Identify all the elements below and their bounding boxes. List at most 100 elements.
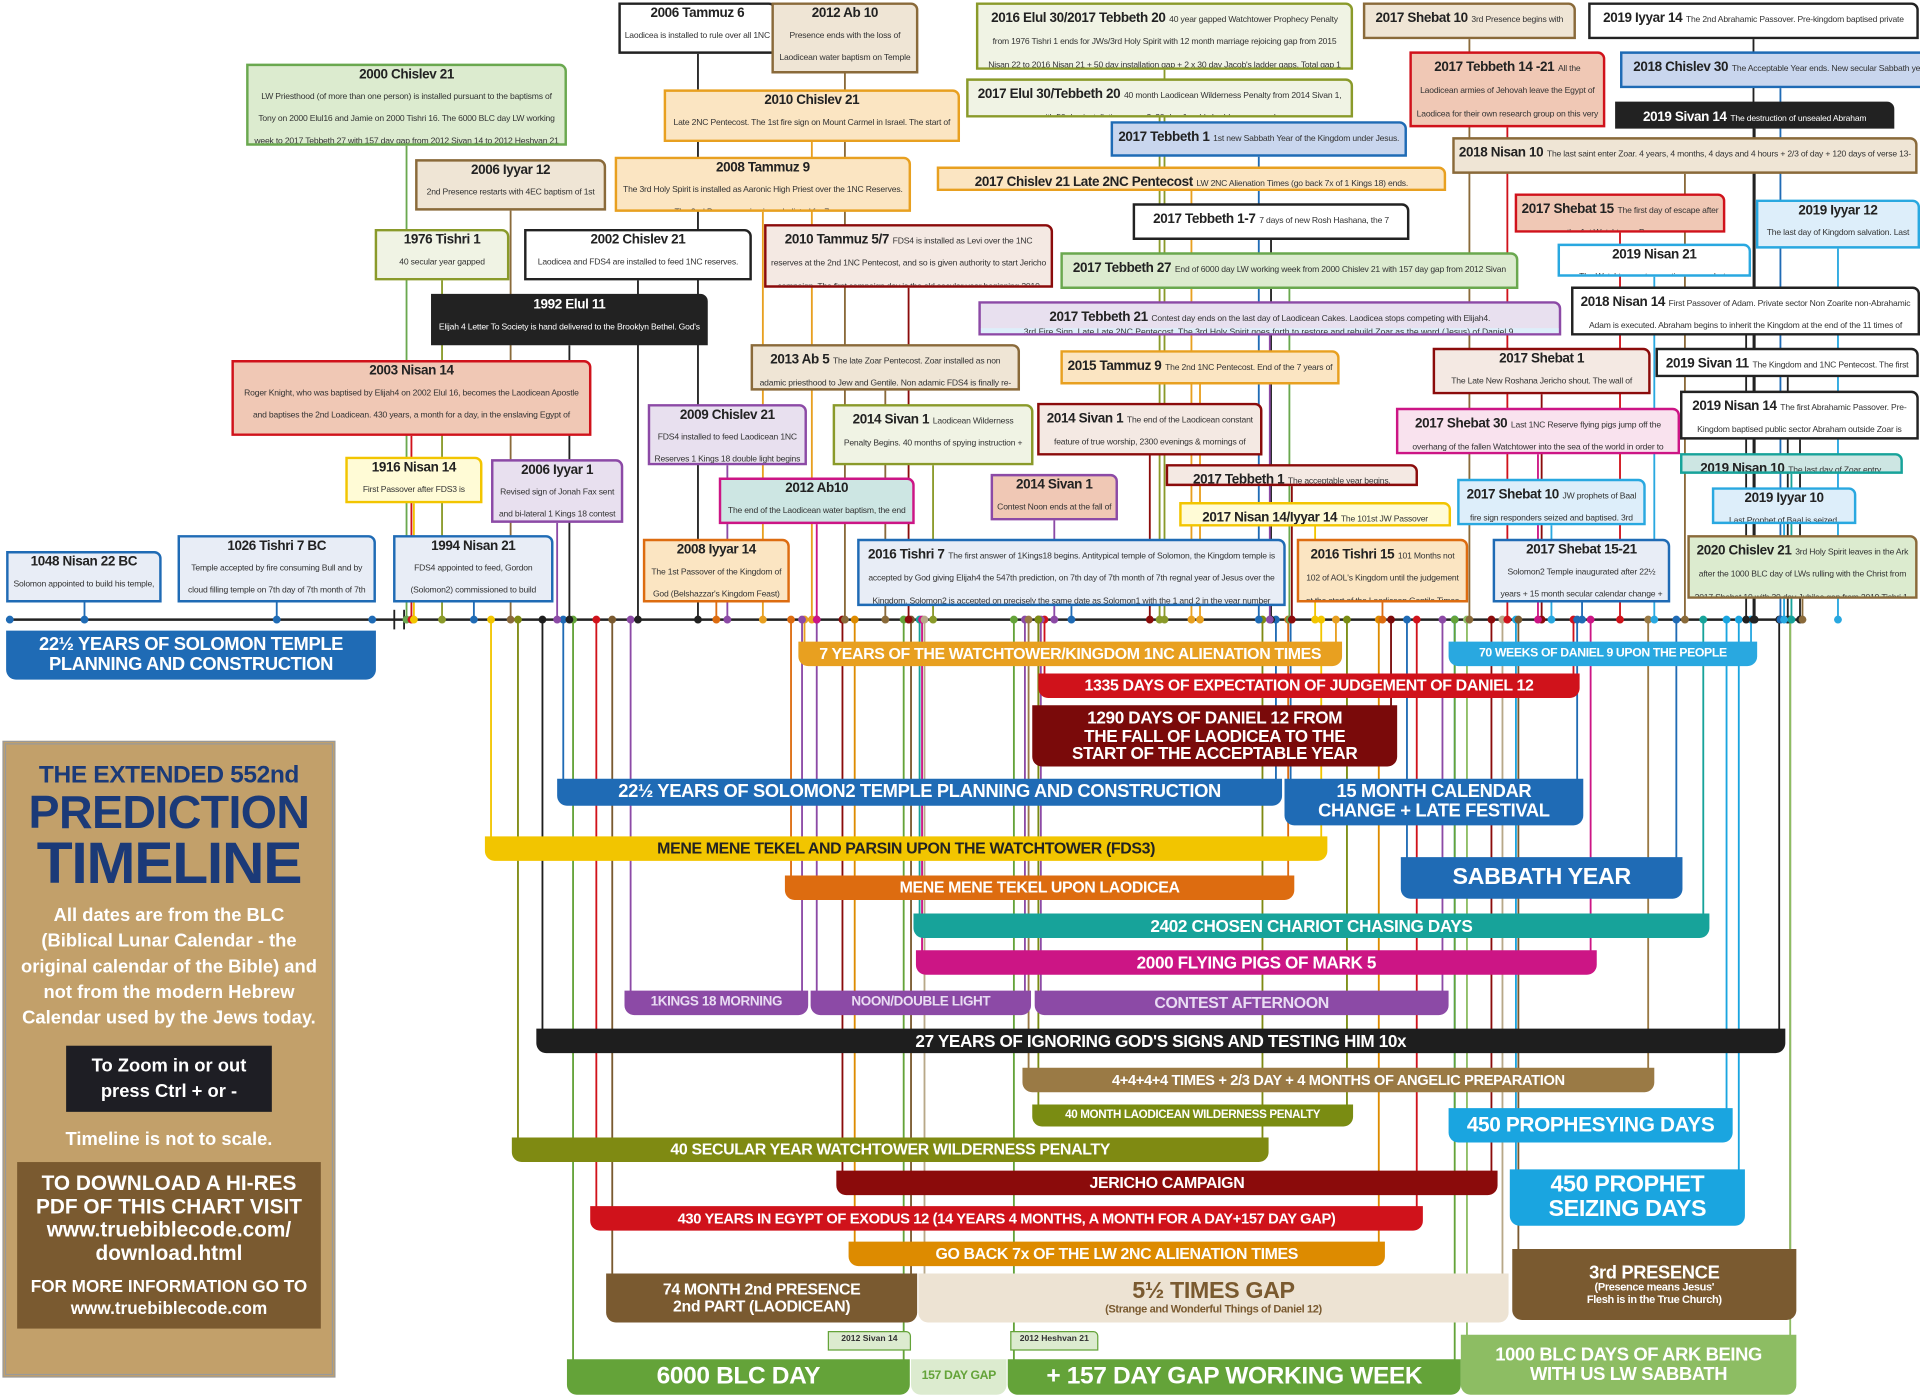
timeline-marker — [1534, 615, 1542, 624]
download-link[interactable]: TO DOWNLOAD A HI-RES PDF OF THIS CHART V… — [35, 1171, 302, 1265]
timeline-marker — [1187, 615, 1196, 624]
period-bar: 40 SECULAR YEAR WATCHTOWER WILDERNESS PE… — [511, 1137, 1269, 1163]
period-bar: 70 WEEKS OF DANIEL 9 UPON THE PEOPLE — [1448, 641, 1758, 667]
timeline-marker — [626, 615, 635, 624]
period-bar: 1290 DAYS OF DANIEL 12 FROM THE FALL OF … — [1032, 705, 1398, 767]
event-date: 1992 Elul 11 — [533, 297, 606, 313]
period-bar: 22½ YEARS OF SOLOMON2 TEMPLE PLANNING AN… — [557, 778, 1283, 806]
event-date: 2008 Tammuz 9 — [715, 160, 810, 176]
period-bar-label: + 157 DAY GAP WORKING WEEK — [1046, 1362, 1423, 1390]
period-bar-label: 157 DAY GAP — [921, 1369, 997, 1383]
timeline-marker — [1067, 615, 1076, 624]
event-description: The Late New Roshana Jericho shout. The … — [1451, 376, 1633, 386]
timeline-marker — [1547, 615, 1556, 624]
period-bar-label: 450 PROPHESYING DAYS — [1466, 1113, 1715, 1137]
period-bar: 74 MONTH 2nd PRESENCE 2nd PART (LAODICEA… — [606, 1273, 918, 1323]
event-description: Elijah 4 Letter To Society is hand deliv… — [438, 322, 700, 332]
event-date: 2017 Tebbeth 27 — [1072, 260, 1172, 276]
event-description: Roger Knight, who was baptised by Elijah… — [244, 388, 579, 421]
timeline-marker — [634, 615, 642, 624]
event-date: 2018 Chislev 30 — [1633, 60, 1729, 75]
timeline-marker — [80, 615, 89, 624]
event-description: 101 Months not 102 of AOL's Kingdom unti… — [1305, 552, 1460, 603]
event-date: 2017 Tebbeth 1 — [1193, 472, 1285, 487]
download-box: TO DOWNLOAD A HI-RES PDF OF THIS CHART V… — [17, 1162, 321, 1329]
period-bar-sublabel: (Strange and Wonderful Things of Daniel … — [1105, 1303, 1322, 1316]
event-description: Contest day ends on the last day of Laod… — [1151, 314, 1491, 324]
event-date: 2017 Chislev 21 Late 2NC Pentecost — [974, 175, 1193, 190]
period-bar: 450 PROPHET SEIZING DAYS — [1509, 1169, 1745, 1226]
timeline-marker — [1332, 615, 1340, 624]
event-description: Laodicea is installed to rule over all 1… — [624, 31, 770, 40]
event-date: 1994 Nisan 21 — [431, 538, 516, 554]
timeline-marker — [487, 615, 495, 624]
event-date: 2016 Tishri 7 — [867, 547, 945, 563]
event-description: Revised sign of Jonah Fax sent and bi-la… — [498, 488, 616, 520]
period-bar-label: 22½ YEARS OF SOLOMON TEMPLE PLANNING AND… — [38, 634, 344, 675]
event-description: Laodicea and FDS4 are installed to feed … — [537, 257, 739, 267]
event-date: 2017 Nisan 14/Iyyar 14 — [1202, 510, 1338, 526]
period-bar-label: 450 PROPHET SEIZING DAYS — [1548, 1171, 1707, 1223]
event-description: 7 days of new Rosh Hashana, the 7 trumpe… — [1259, 216, 1389, 226]
event-description: Late 2NC Pentecost. The 1st fire sign on… — [673, 118, 951, 127]
event-description: First Passover after FDS3 is installed o… — [362, 485, 465, 495]
event-date: 1026 Tishri 7 BC — [227, 538, 327, 554]
period-bar: CONTEST AFTERNOON — [1034, 990, 1449, 1016]
event-date: 2017 Tebbeth 1-7 — [1153, 211, 1256, 227]
timeline-marker — [1254, 615, 1263, 624]
event-description: LW Priesthood (of more than one person) … — [254, 92, 559, 146]
period-bar-label: 74 MONTH 2nd PRESENCE 2nd PART (LAODICEA… — [662, 1280, 861, 1316]
event-description: FDS4 appointed to feed, Gordon (Solomon2… — [410, 564, 537, 596]
timeline-marker — [608, 615, 617, 624]
period-bar-label: GO BACK 7x OF THE LW 2NC ALIENATION TIME… — [935, 1244, 1299, 1263]
event-description: JW prophets of Baal fire sign responders… — [1470, 492, 1637, 524]
timeline-marker — [469, 615, 478, 624]
event-description-secondary: 3rd Fire Sign, Late Late 2NC Pentecost. … — [980, 328, 1559, 334]
event-date: 2006 Tammuz 6 — [650, 6, 745, 21]
event-description: The last day of Kingdom salvation. Last … — [1766, 228, 1910, 238]
period-bar: 157 DAY GAP — [911, 1359, 1007, 1395]
event-date: 2019 Iyyar 14 — [1603, 11, 1683, 26]
period-bar: 6000 BLC DAY — [566, 1359, 910, 1395]
timeline-marker — [1465, 615, 1474, 624]
timeline-marker — [1378, 615, 1387, 624]
period-bar-label: 2402 CHOSEN CHARIOT CHASING DAYS — [1150, 915, 1473, 936]
period-bar-label: 40 SECULAR YEAR WATCHTOWER WILDERNESS PE… — [670, 1140, 1110, 1159]
timeline-marker — [1734, 615, 1743, 624]
event-date: 2017 Elul 30/Tebbeth 20 — [977, 86, 1121, 102]
event-date: 2009 Chislev 21 — [679, 407, 775, 423]
period-bar: GO BACK 7x OF THE LW 2NC ALIENATION TIME… — [848, 1241, 1385, 1267]
timeline-marker — [368, 615, 377, 624]
gap-date-label: 2012 Heshvan 21 — [1010, 1331, 1099, 1351]
period-bar: 1000 BLC DAYS OF ARK BEING WITH US LW SA… — [1460, 1334, 1797, 1395]
period-bar-label: 1335 DAYS OF EXPECTATION OF JUDGEMENT OF… — [1084, 676, 1534, 695]
event-description: The Watchtower stops acting as prophets — [1579, 273, 1729, 275]
event-date: 2017 Shebat 15-21 — [1526, 542, 1637, 558]
more-info-link[interactable]: FOR MORE INFORMATION GO TO www.truebible… — [30, 1275, 308, 1318]
period-bar: 430 YEARS IN EGYPT OF EXODUS 12 (14 YEAR… — [590, 1206, 1423, 1231]
event-description: The first answer of 1Kings18 begins. Ant… — [868, 552, 1275, 606]
event-date: 2017 Tebbeth 1 — [1118, 129, 1210, 145]
event-date: 2020 Chislev 21 — [1696, 543, 1792, 559]
event-description: Laodicean Wilderness Penalty Begins. 40 … — [843, 417, 1023, 463]
timeline-marker — [929, 615, 937, 624]
event-date: 2017 Shebat 15 — [1521, 202, 1615, 217]
event-date: 2019 Sivan 14 — [1643, 110, 1727, 125]
timeline-marker — [1287, 615, 1296, 624]
